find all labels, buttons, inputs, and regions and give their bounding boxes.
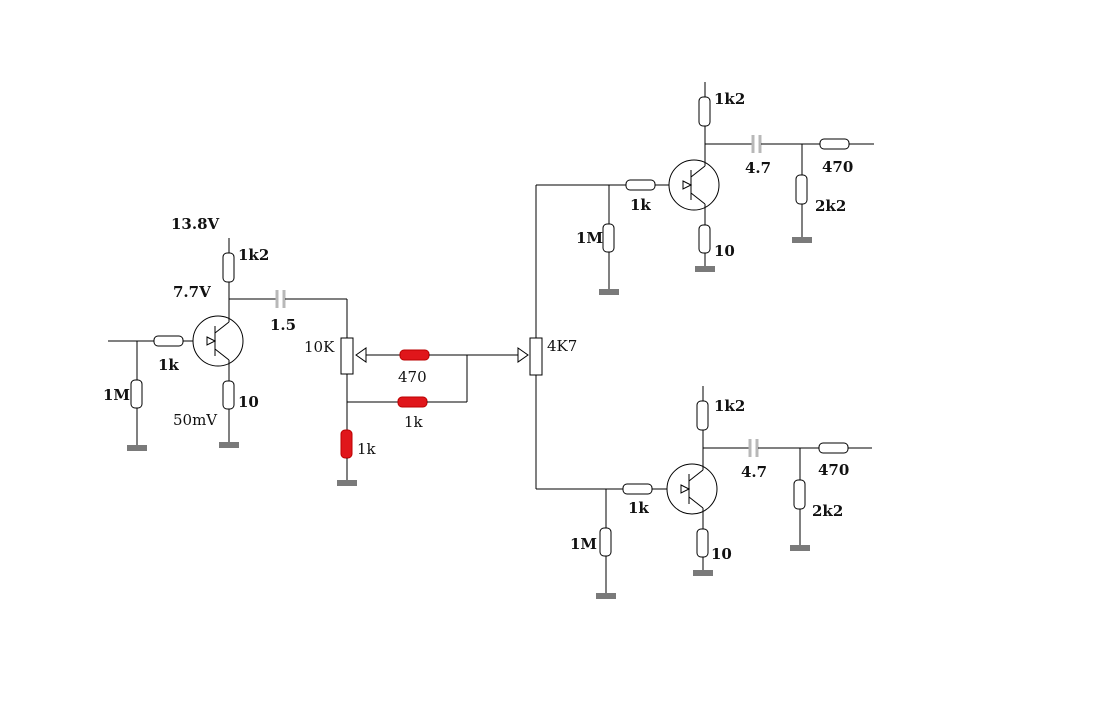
label-emitter-resistor: 10 <box>238 393 259 411</box>
output-stage-upper <box>536 82 874 295</box>
label-lower-coupling-cap: 4.7 <box>741 463 767 481</box>
resistor-1k-shunt <box>340 429 353 459</box>
resistor-1m-lower <box>599 527 612 557</box>
resistor-1m-upper <box>602 223 615 253</box>
ground-symbol <box>219 442 239 448</box>
transistor-upper <box>668 159 720 211</box>
label-upper-base-resistor: 1k <box>630 196 651 214</box>
attenuator-network <box>337 185 543 489</box>
ground-symbol <box>693 570 713 576</box>
potentiometer-10k <box>340 337 354 375</box>
label-emitter-voltage: 50mV <box>173 411 218 429</box>
resistor-1k-base-upper <box>625 179 656 191</box>
label-upper-bias-resistor: 1M <box>576 229 603 247</box>
ground-symbol <box>790 545 810 551</box>
transistor-lower <box>666 463 718 515</box>
resistor-1k-base-lower <box>622 483 653 495</box>
ground-symbol <box>599 289 619 295</box>
resistor-470-upper <box>819 138 850 150</box>
label-shunt-resistor: 1k <box>357 440 377 458</box>
label-lower-output-resistor: 470 <box>818 461 849 479</box>
resistor-1k2-lower <box>696 400 709 431</box>
resistor-2k2-upper <box>795 174 808 205</box>
label-series-resistor-bottom: 1k <box>404 413 424 431</box>
label-series-resistor-top: 470 <box>398 368 427 386</box>
label-lower-base-resistor: 1k <box>628 499 649 517</box>
resistor-1k-series <box>397 396 428 408</box>
label-collector-resistor: 1k2 <box>238 246 269 264</box>
label-base-resistor: 1k <box>158 356 179 374</box>
potentiometer-4k7 <box>529 337 543 376</box>
resistor-1k2-collector <box>222 252 235 283</box>
label-upper-coupling-cap: 4.7 <box>745 159 771 177</box>
label-lower-collector-resistor: 1k2 <box>714 397 745 415</box>
resistor-10-lower <box>696 528 709 558</box>
label-lower-load-resistor: 2k2 <box>812 502 843 520</box>
label-base-bias-resistor: 1M <box>103 386 130 404</box>
label-lower-emitter-resistor: 10 <box>711 545 732 563</box>
label-upper-output-resistor: 470 <box>822 158 853 176</box>
ground-symbol <box>596 593 616 599</box>
transistor-input <box>192 315 244 367</box>
label-upper-emitter-resistor: 10 <box>714 242 735 260</box>
input-stage <box>108 238 348 451</box>
label-upper-collector-resistor: 1k2 <box>714 90 745 108</box>
label-pot-b: 4K7 <box>547 337 577 355</box>
label-lower-bias-resistor: 1M <box>570 535 597 553</box>
ground-symbol <box>337 480 357 486</box>
resistor-2k2-lower <box>793 479 806 510</box>
ground-symbol <box>695 266 715 272</box>
resistor-1k2-upper <box>698 96 711 127</box>
resistor-10-upper <box>698 224 711 254</box>
label-coupling-cap: 1.5 <box>270 316 296 334</box>
label-upper-load-resistor: 2k2 <box>815 197 846 215</box>
resistor-1k-base <box>153 335 184 347</box>
ground-symbol <box>792 237 812 243</box>
resistor-470-lower <box>818 442 849 454</box>
ground-symbol <box>127 445 147 451</box>
resistor-10-emitter <box>222 380 235 410</box>
resistor-470-series <box>399 349 430 361</box>
label-collector-voltage: 7.7V <box>173 283 211 301</box>
label-supply-voltage: 13.8V <box>171 215 220 233</box>
output-stage-lower <box>536 386 872 599</box>
label-pot-a: 10K <box>304 338 335 356</box>
resistor-1m-input <box>130 379 143 409</box>
